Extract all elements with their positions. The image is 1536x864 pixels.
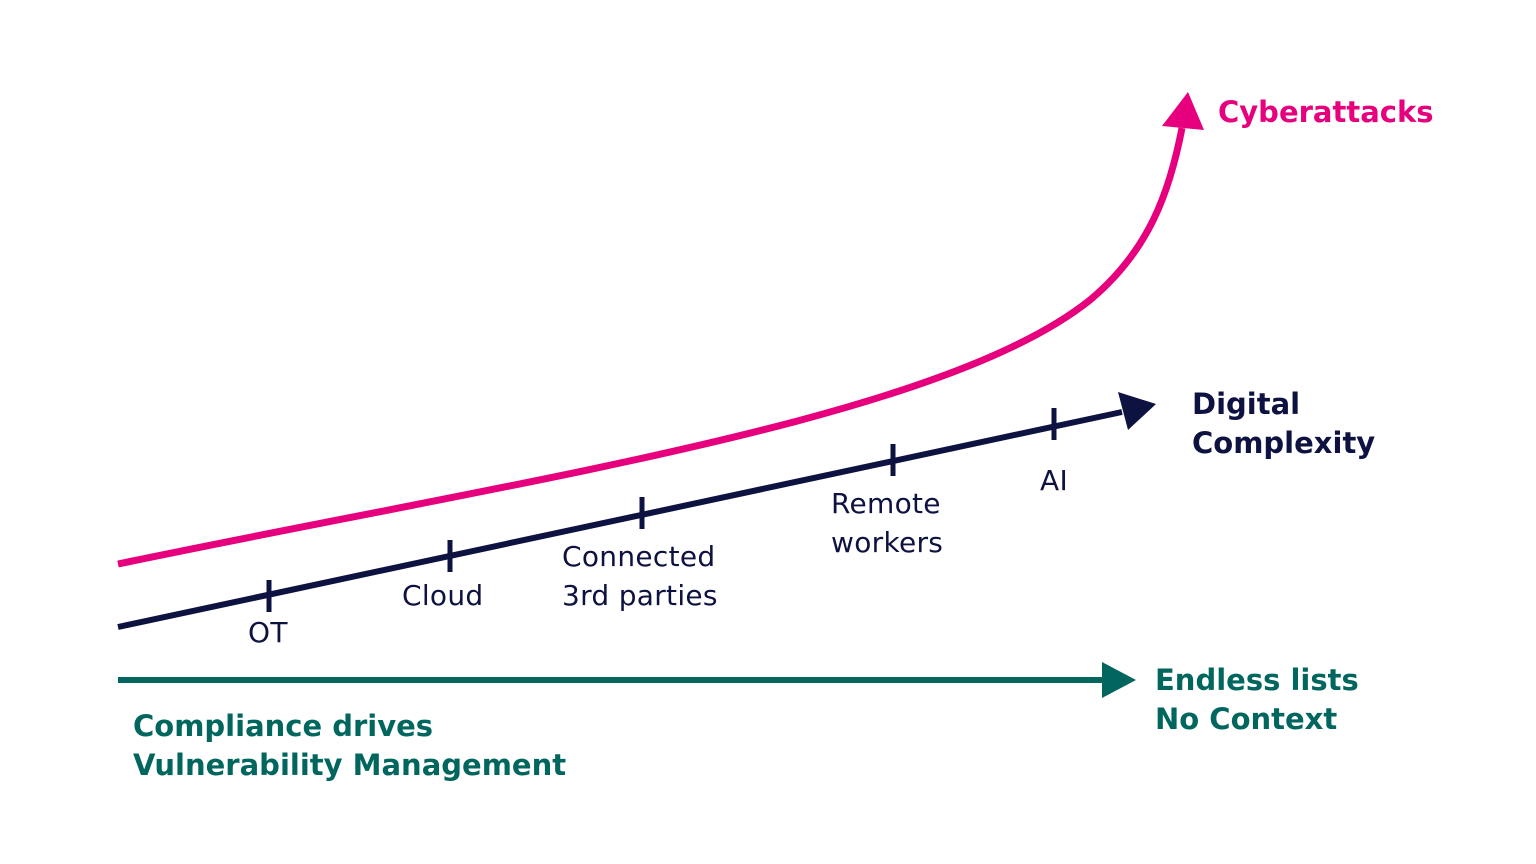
compliance-label-line1: Compliance drives xyxy=(133,709,434,743)
endless-lists-arrowhead xyxy=(1102,662,1136,698)
endless-lists-label-line2: No Context xyxy=(1155,702,1338,736)
digital-complexity-arrowhead xyxy=(1118,392,1156,430)
endless-lists-label-line1: Endless lists xyxy=(1155,663,1359,697)
digital-complexity-line xyxy=(117,409,1123,630)
digital-complexity-label-line1: Digital xyxy=(1192,387,1301,421)
cyberattacks-curve xyxy=(117,127,1186,568)
milestone-label-ai: AI xyxy=(1040,464,1069,497)
milestone-label-ot: OT xyxy=(248,616,288,649)
milestone-label-connected-line2: 3rd parties xyxy=(562,579,718,612)
milestone-label-connected-line1: Connected xyxy=(562,540,716,573)
cyberattacks-label: Cyberattacks xyxy=(1218,95,1434,129)
milestone-label-cloud: Cloud xyxy=(402,579,484,612)
milestone-label-remote-line1: Remote xyxy=(831,487,941,520)
digital-complexity-label-line2: Complexity xyxy=(1192,426,1376,460)
milestone-label-remote-line2: workers xyxy=(831,526,944,559)
compliance-label-line2: Vulnerability Management xyxy=(133,748,567,782)
cyberattacks-arrowhead xyxy=(1162,92,1204,130)
